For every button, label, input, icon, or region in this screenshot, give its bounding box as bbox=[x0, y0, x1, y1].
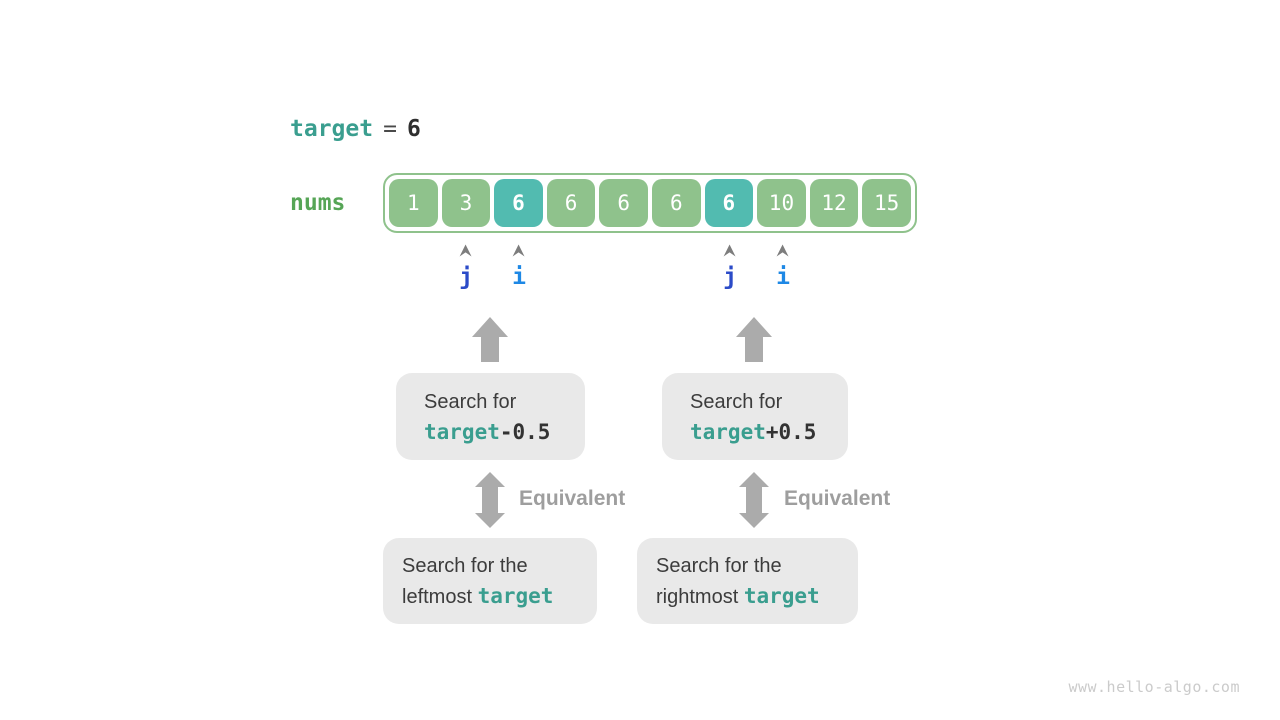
result-box-rightmost: Search for the rightmost target bbox=[637, 538, 858, 624]
code-target: target bbox=[743, 584, 820, 608]
pointer-i: i bbox=[512, 244, 526, 289]
double-arrow-icon bbox=[739, 472, 769, 528]
result-box-line1: Search for the bbox=[402, 555, 528, 577]
array-cell: 6 bbox=[704, 179, 754, 227]
array-cell: 6 bbox=[494, 179, 543, 227]
target-value: 6 bbox=[406, 116, 421, 142]
result-box-line2: rightmost target bbox=[656, 581, 858, 612]
caret-up-icon bbox=[724, 244, 736, 257]
equals-sign: = bbox=[383, 116, 397, 142]
search-box-line2: target-0.5 bbox=[424, 417, 585, 448]
array-cell: 15 bbox=[862, 179, 911, 227]
array-cell: 6 bbox=[599, 179, 648, 227]
caret-up-icon bbox=[460, 244, 472, 257]
result-box-line2: leftmost target bbox=[402, 581, 597, 612]
double-arrow-icon bbox=[475, 472, 505, 528]
equivalent-label: Equivalent bbox=[519, 487, 626, 510]
result-box-prefix: rightmost bbox=[656, 586, 744, 608]
code-offset: +0.5 bbox=[765, 420, 817, 444]
result-box-line1: Search for the bbox=[656, 555, 782, 577]
search-box-line2: target+0.5 bbox=[690, 417, 848, 448]
caret-up-icon bbox=[777, 244, 789, 257]
search-box-line1: Search for bbox=[690, 391, 783, 413]
search-box-line1: Search for bbox=[424, 391, 517, 413]
code-target: target bbox=[690, 420, 766, 444]
pointer-i: i bbox=[776, 244, 790, 289]
pointer-label: i bbox=[776, 264, 790, 290]
pointer-j: j bbox=[723, 244, 737, 289]
target-keyword: target bbox=[290, 116, 374, 142]
code-target: target bbox=[424, 420, 500, 444]
search-box-plus: Search for target+0.5 bbox=[662, 373, 848, 460]
array-cell: 10 bbox=[757, 179, 806, 227]
pointer-label: j bbox=[723, 264, 737, 290]
array-cell: 6 bbox=[546, 179, 596, 227]
equivalent-label: Equivalent bbox=[784, 487, 891, 510]
array-cell: 3 bbox=[441, 179, 491, 227]
target-assignment: target = 6 bbox=[290, 115, 421, 143]
array-cell: 12 bbox=[809, 179, 859, 227]
pointer-j: j bbox=[459, 244, 473, 289]
pointer-label: j bbox=[459, 264, 473, 290]
up-arrow-icon bbox=[472, 317, 508, 362]
caret-up-icon bbox=[513, 244, 525, 257]
array-cell: 6 bbox=[651, 179, 701, 227]
result-box-leftmost: Search for the leftmost target bbox=[383, 538, 597, 624]
pointer-label: i bbox=[512, 264, 526, 290]
code-offset: -0.5 bbox=[499, 420, 551, 444]
watermark: www.hello-algo.com bbox=[1068, 678, 1240, 696]
array-cell: 1 bbox=[389, 179, 438, 227]
code-target: target bbox=[477, 584, 554, 608]
up-arrow-icon bbox=[736, 317, 772, 362]
search-box-minus: Search for target-0.5 bbox=[396, 373, 585, 460]
nums-label: nums bbox=[290, 190, 346, 216]
result-box-prefix: leftmost bbox=[402, 586, 478, 608]
